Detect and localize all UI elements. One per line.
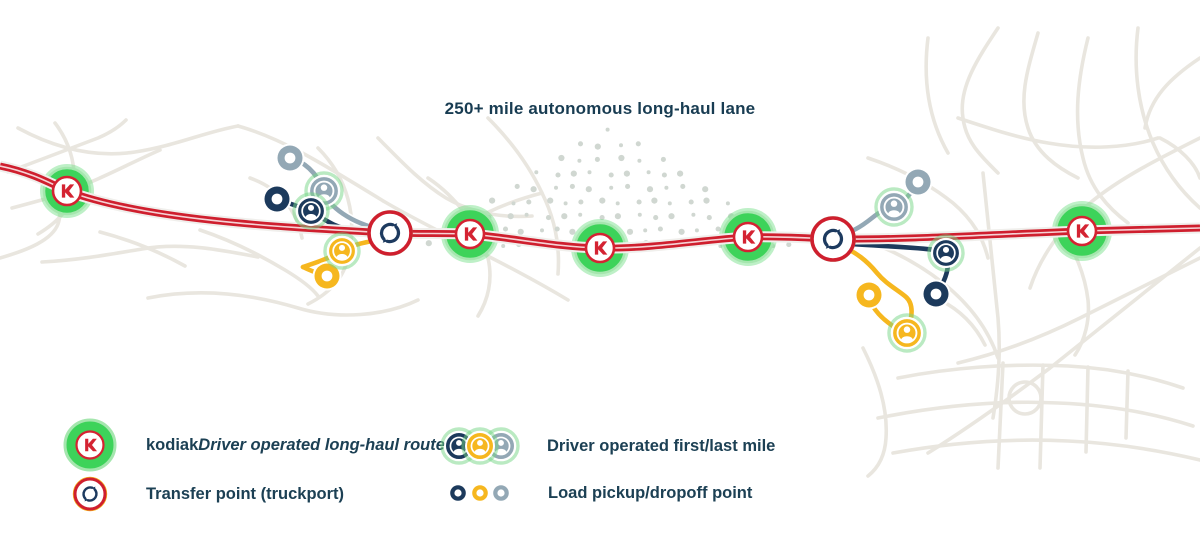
- driver-point-navy: [292, 192, 330, 230]
- transfer-point-marker: [367, 210, 413, 256]
- kodiak-marker: [454, 218, 486, 250]
- legend-label-transfer: Transfer point (truckport): [146, 484, 345, 503]
- legend-label-first-last: Driver operated first/last mile: [547, 436, 776, 455]
- load-point-gray: [275, 143, 305, 173]
- map-title: 250+ mile autonomous long-haul lane: [444, 99, 756, 118]
- road-network-right: [856, 26, 1200, 478]
- legend-label-load: Load pickup/dropoff point: [548, 483, 753, 502]
- kodiak-marker: [584, 232, 616, 264]
- kodiak-stops: [51, 175, 1098, 264]
- load-point-gray: [903, 167, 933, 197]
- driver-point-yellow: [323, 232, 361, 270]
- driver-point-navy: [927, 234, 965, 272]
- kodiak-marker: [1066, 215, 1098, 247]
- legend-item-first-last: Driver operated first/last mile: [438, 424, 775, 468]
- load-point-yellow: [312, 261, 342, 291]
- transfer-point-marker: [810, 216, 856, 262]
- transfer-point-icon: [72, 476, 108, 512]
- legend-item-long-haul: kodiakDriver operated long-haul route: [62, 417, 445, 473]
- load-points: [262, 143, 951, 310]
- load-point-yellow: [854, 280, 884, 310]
- kodiak-marker-icon: [63, 418, 117, 472]
- load-point-navy: [921, 279, 951, 309]
- driver-point-yellow: [887, 313, 927, 353]
- driver-circles-icon: [440, 427, 520, 465]
- kodiak-marker: [732, 221, 764, 253]
- kodiak-marker: [51, 175, 83, 207]
- load-points-icon: [450, 485, 509, 501]
- legend-item-load: Load pickup/dropoff point: [449, 483, 752, 503]
- driver-point-gray: [874, 187, 914, 227]
- driver-points: [292, 171, 965, 353]
- legend-label-long-haul: kodiakDriver operated long-haul route: [146, 435, 445, 454]
- legend-item-transfer: Transfer point (truckport): [71, 475, 344, 513]
- load-point-navy: [262, 184, 292, 214]
